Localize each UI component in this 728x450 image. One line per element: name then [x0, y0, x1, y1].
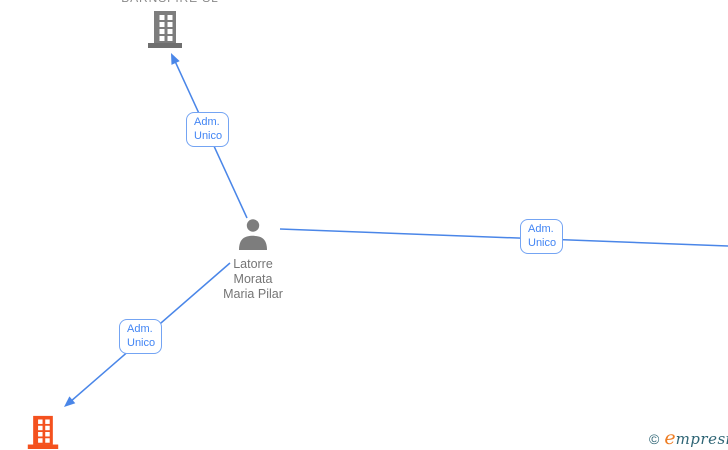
person-name-line: Maria Pilar: [223, 287, 283, 301]
brand-watermark[interactable]: © e mpresia: [649, 427, 728, 449]
building-body: [154, 11, 176, 43]
top-company-name[interactable]: BARNSFIRE SL: [121, 0, 219, 5]
building-icon[interactable]: [146, 9, 184, 49]
building-body: [33, 415, 53, 445]
brand-initial: e: [664, 427, 676, 449]
building-icon-orange[interactable]: [26, 414, 60, 450]
edge-label-adm-unico-bottom: Adm. Unico: [119, 319, 162, 354]
building-base: [148, 43, 182, 48]
edge-role-line: Unico: [194, 130, 223, 142]
building-windows: [38, 419, 50, 443]
person-icon[interactable]: [237, 218, 269, 250]
edge-label-adm-unico-right: Adm. Unico: [520, 219, 563, 254]
building-windows: [159, 15, 173, 41]
arrowhead-icon: [64, 396, 76, 407]
edge-role-line: Adm.: [194, 116, 220, 128]
brand-name: mpresia: [675, 430, 728, 448]
person-name[interactable]: Latorre Morata Maria Pilar: [223, 257, 283, 302]
building-base: [27, 444, 59, 449]
person-head: [246, 219, 260, 232]
edge-label-adm-unico-top: Adm. Unico: [186, 112, 229, 147]
edge-role-line: Unico: [127, 337, 156, 349]
arrowhead-icon: [171, 53, 180, 65]
edge-role-line: Adm.: [127, 323, 153, 335]
person-name-line: Latorre: [233, 257, 273, 271]
person-torso: [239, 235, 267, 250]
person-name-line: Morata: [233, 272, 273, 286]
edge-role-line: Adm.: [528, 223, 554, 235]
edge-role-line: Unico: [528, 237, 557, 249]
edge-line-to-right-company: [279, 228, 728, 247]
copyright-icon: ©: [649, 431, 660, 447]
